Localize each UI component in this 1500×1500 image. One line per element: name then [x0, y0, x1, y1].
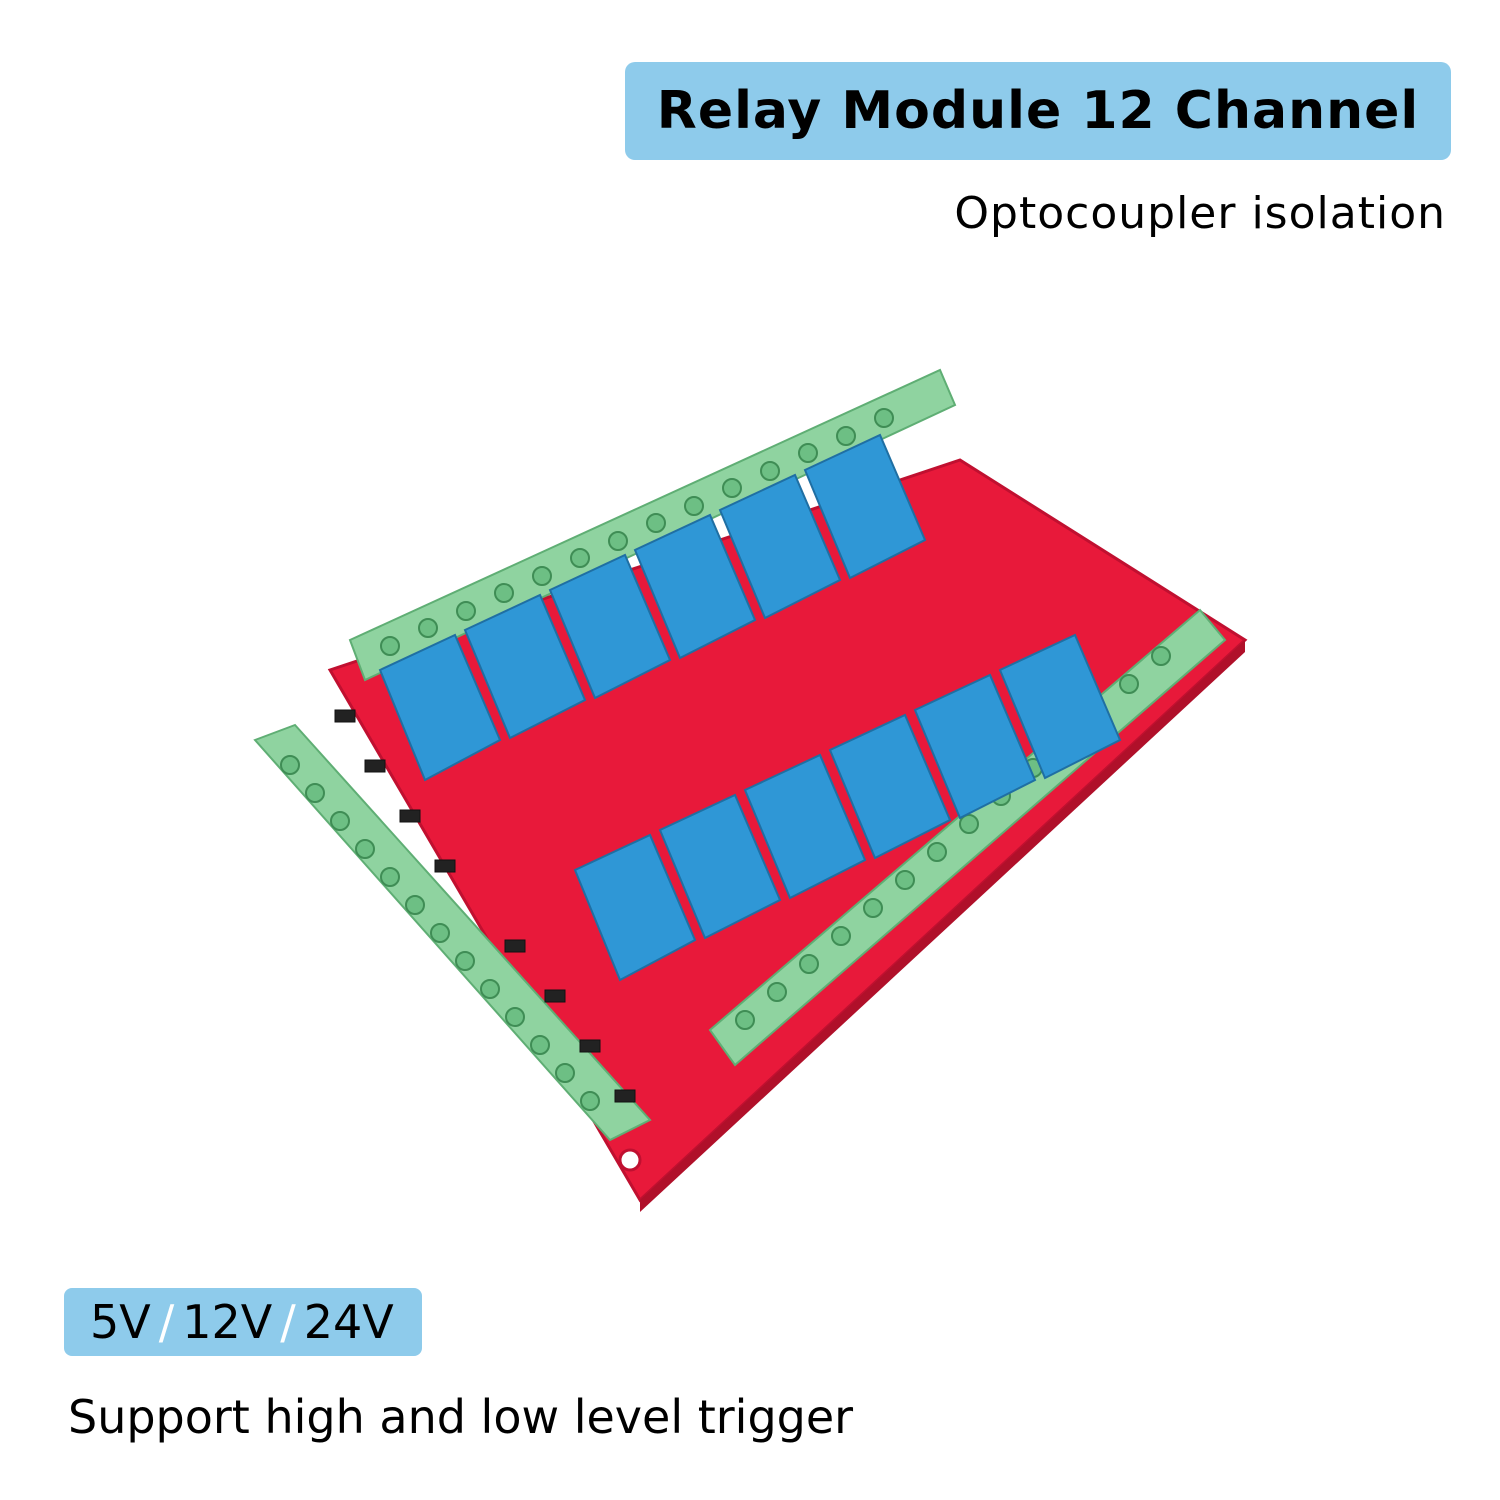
relays-back-row	[378, 433, 927, 782]
title-badge: Relay Module 12 Channel	[625, 62, 1451, 160]
pcb-board-edge	[640, 640, 1245, 1212]
feature-text: Support high and low level trigger	[68, 1390, 854, 1444]
relays-front-row	[573, 633, 1122, 982]
optocouplers	[334, 709, 636, 1103]
terminal-block-left	[253, 723, 652, 1142]
terminal-screws-left	[280, 755, 600, 1111]
voltage-separator: /	[280, 1295, 296, 1349]
mounting-hole	[618, 1148, 642, 1172]
page-title: Relay Module 12 Channel	[656, 81, 1420, 141]
voltage-option: 24V	[303, 1295, 394, 1349]
voltage-option: 12V	[182, 1295, 273, 1349]
terminal-screws-top	[380, 408, 894, 656]
voltage-option: 5V	[90, 1295, 151, 1349]
voltage-badge: 5V / 12V / 24V	[64, 1288, 422, 1356]
subtitle: Optocoupler isolation	[954, 188, 1446, 239]
voltage-separator: /	[158, 1295, 175, 1349]
relay-module-image	[253, 368, 1248, 1212]
